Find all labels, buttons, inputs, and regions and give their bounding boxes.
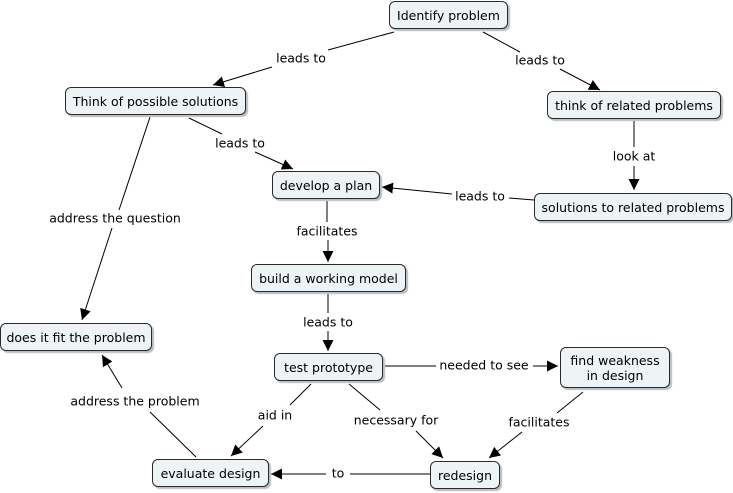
concept-does-it-fit-the-problem[interactable]: does it fit the problem (0, 323, 152, 351)
link-label-prototype-to-redesign: necessary for (350, 412, 442, 428)
connector-facilitates-label (556, 391, 584, 414)
connector-solutions-label (188, 117, 223, 135)
connector-identify-arrow-b (559, 68, 601, 91)
connector-address-arrow (101, 354, 123, 389)
link-label-identify-to-related: leads to (512, 52, 568, 68)
link-label-evaluate-to-fit: address the problem (67, 393, 203, 409)
connector-address-label (149, 411, 197, 458)
link-label-identify-to-solutions: leads to (273, 50, 329, 66)
link-label-model-to-prototype: leads to (300, 314, 356, 330)
concept-find-weakness-in-design[interactable]: find weakness in design (560, 347, 670, 388)
concept-test-prototype[interactable]: test prototype (274, 353, 383, 381)
connector-identify-label-b (482, 31, 521, 53)
concept-think-of-possible-solutions[interactable]: Think of possible solutions (65, 87, 246, 115)
connector-identify-label-a (327, 31, 395, 51)
concept-build-a-working-model[interactable]: build a working model (251, 264, 406, 292)
connector-necessary-arrow (415, 430, 444, 459)
concept-solutions-to-related-problems[interactable]: solutions to related problems (534, 193, 732, 221)
connector-fit-label (118, 116, 151, 211)
connector-sr-label (508, 197, 535, 201)
connector-identify-arrow-a (212, 66, 273, 88)
concept-redesign[interactable]: redesign (430, 461, 500, 489)
connector-facilitates-arrow (488, 431, 523, 459)
link-label-redesign-to-evaluate: to (328, 465, 348, 481)
link-label-solutions-related-to-plan: leads to (452, 188, 508, 204)
link-label-related-to-solutions-related: look at (609, 148, 659, 164)
connector-aid-arrow (230, 425, 264, 457)
concept-think-of-related-problems[interactable]: think of related problems (547, 91, 721, 119)
connector-necessary-label (348, 383, 381, 411)
concept-develop-a-plan[interactable]: develop a plan (272, 171, 380, 199)
link-label-prototype-to-weakness: needed to see (436, 357, 532, 373)
concept-identify-problem[interactable]: Identify problem (389, 1, 508, 29)
connector-sr-arrow (381, 182, 453, 195)
link-label-prototype-to-evaluate: aid in (254, 407, 296, 423)
connector-solutions-arrow (254, 151, 294, 170)
link-label-solutions-to-fit: address the question (46, 210, 184, 226)
concept-evaluate-design[interactable]: evaluate design (152, 459, 269, 487)
link-label-weakness-to-redesign: facilitates (505, 414, 573, 430)
connector-aid-label (289, 383, 312, 406)
link-label-plan-to-model: facilitates (293, 223, 361, 239)
connector-fit-arrow (80, 227, 113, 321)
link-label-solutions-to-plan: leads to (212, 135, 268, 151)
